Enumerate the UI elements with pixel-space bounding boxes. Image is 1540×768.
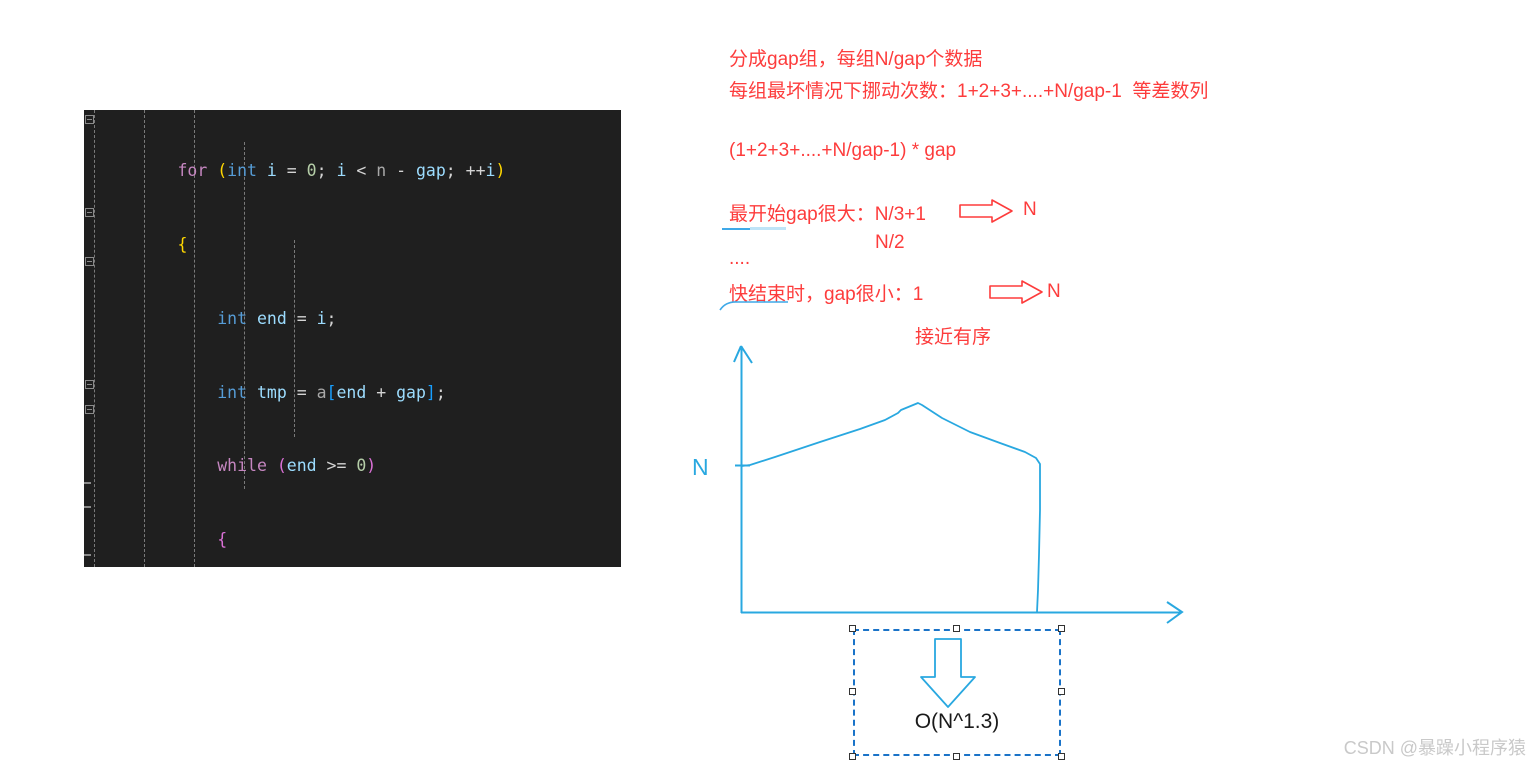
code-content[interactable]: for (int i = 0; i < n - gap; ++i) { int … <box>84 110 621 567</box>
code-line[interactable]: { <box>177 234 188 254</box>
code-line[interactable]: { <box>217 530 228 550</box>
fold-marker-icon[interactable] <box>85 405 94 414</box>
indent-guide <box>244 142 245 489</box>
indent-guide <box>144 110 145 567</box>
csdn-watermark: CSDN @暴躁小程序猿 <box>1343 738 1526 758</box>
note-nearly-sorted: 接近有序 <box>915 327 992 348</box>
arrow-down-icon <box>920 638 976 708</box>
code-line[interactable]: while (end >= 0) <box>217 456 377 476</box>
code-editor-panel[interactable]: for (int i = 0; i < n - gap; ++i) { int … <box>84 110 621 567</box>
code-line[interactable]: for (int i = 0; i < n - gap; ++i) <box>177 161 506 181</box>
underline-gap-small <box>719 301 788 311</box>
fold-marker-icon[interactable] <box>85 257 94 266</box>
note-ellipsis: .... <box>729 248 751 269</box>
note-result-n-small: N <box>1047 281 1061 302</box>
note-gap-small: 快结束时，gap很小：1 <box>729 284 924 305</box>
code-line[interactable]: int end = i; <box>217 308 337 328</box>
note-worst-case-moves: 每组最坏情况下挪动次数：1+2+3+....+N/gap-1 等差数列 <box>729 81 1209 102</box>
note-mid-value: N/2 <box>875 232 905 253</box>
hand-drawn-complexity-chart: N <box>692 345 1184 624</box>
block-arrow-right-icon <box>959 199 1013 223</box>
resize-handle-ne[interactable] <box>1058 625 1065 632</box>
chart-curve <box>741 402 1041 613</box>
indent-guide <box>94 110 95 567</box>
code-line[interactable]: int tmp = a[end + gap]; <box>217 382 446 402</box>
fold-dash-icon <box>84 482 91 484</box>
resize-handle-sw[interactable] <box>849 753 856 760</box>
chart-x-axis-arrowhead <box>1166 601 1184 624</box>
note-result-n-large: N <box>1023 199 1037 220</box>
resize-handle-se[interactable] <box>1058 753 1065 760</box>
chart-y-axis-label: N <box>692 454 709 480</box>
indent-guide <box>294 240 295 437</box>
resize-handle-e[interactable] <box>1058 688 1065 695</box>
note-split-groups: 分成gap组，每组N/gap个数据 <box>729 49 983 70</box>
indent-guide <box>194 110 195 567</box>
resize-handle-s[interactable] <box>953 753 960 760</box>
complexity-result-label: O(N^1.3) <box>914 710 1000 733</box>
underline-gap-large-highlight <box>750 227 786 230</box>
fold-dash-icon <box>84 506 91 508</box>
note-gap-large: 最开始gap很大：N/3+1 <box>729 204 926 225</box>
chart-y-axis-arrowhead <box>733 345 753 364</box>
selection-box[interactable] <box>849 625 1065 760</box>
resize-handle-nw[interactable] <box>849 625 856 632</box>
note-total-formula: (1+2+3+....+N/gap-1) * gap <box>729 140 957 161</box>
fold-marker-icon[interactable] <box>85 115 94 124</box>
resize-handle-w[interactable] <box>849 688 856 695</box>
resize-handle-n[interactable] <box>953 625 960 632</box>
fold-marker-icon[interactable] <box>85 208 94 217</box>
fold-dash-icon <box>84 554 91 556</box>
block-arrow-right-icon <box>989 280 1043 304</box>
fold-marker-icon[interactable] <box>85 380 94 389</box>
